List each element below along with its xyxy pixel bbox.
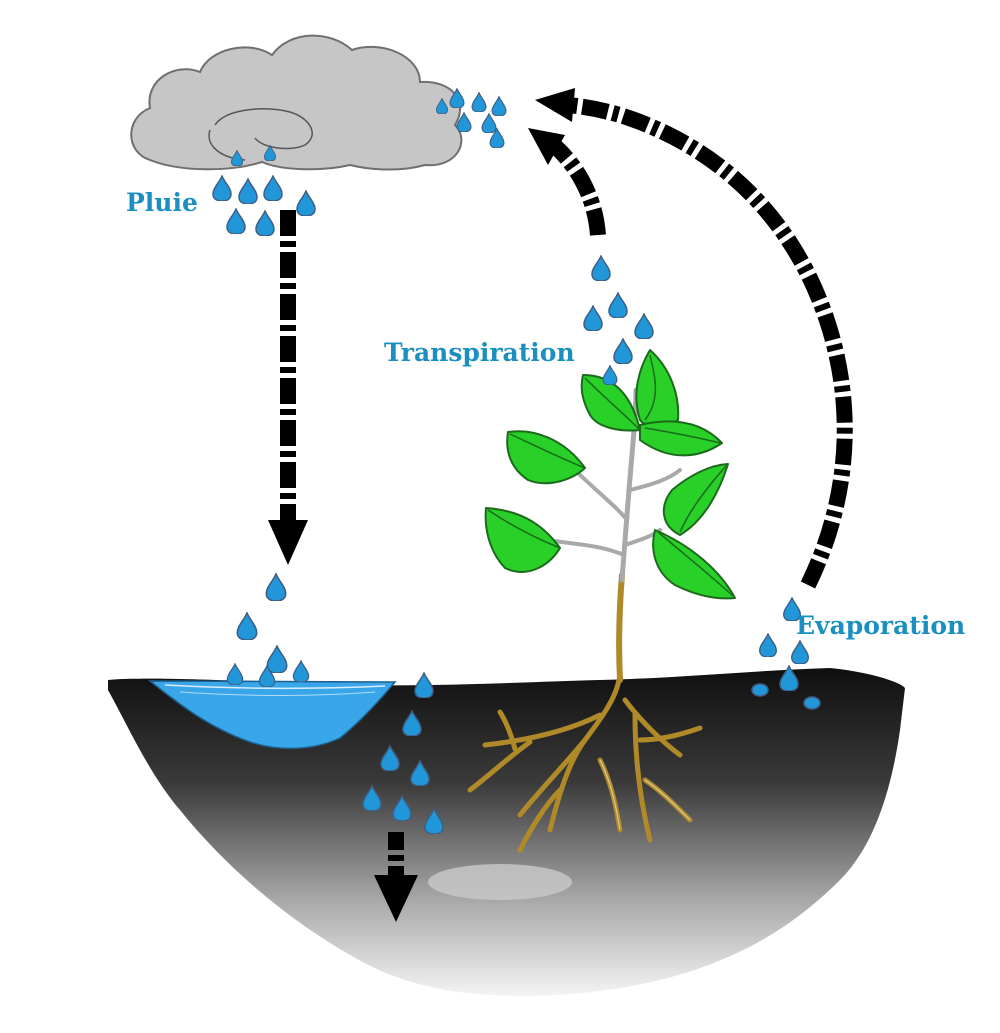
evaporation-arrow — [554, 96, 853, 589]
leaf — [639, 420, 723, 457]
ground-shadow — [428, 864, 572, 900]
cloud-icon — [130, 34, 463, 171]
evaporation-label: Evaporation — [796, 611, 966, 640]
pond — [147, 680, 397, 750]
rain-label: Pluie — [126, 188, 198, 217]
leaf — [506, 430, 586, 485]
leaf — [652, 529, 736, 600]
transpiration-label: Transpiration — [384, 338, 575, 367]
ground — [108, 668, 905, 996]
leaf — [635, 349, 680, 428]
plant-leaves — [484, 349, 736, 600]
water-drops — [212, 88, 821, 834]
leaf — [484, 507, 561, 573]
arrows — [268, 88, 853, 922]
